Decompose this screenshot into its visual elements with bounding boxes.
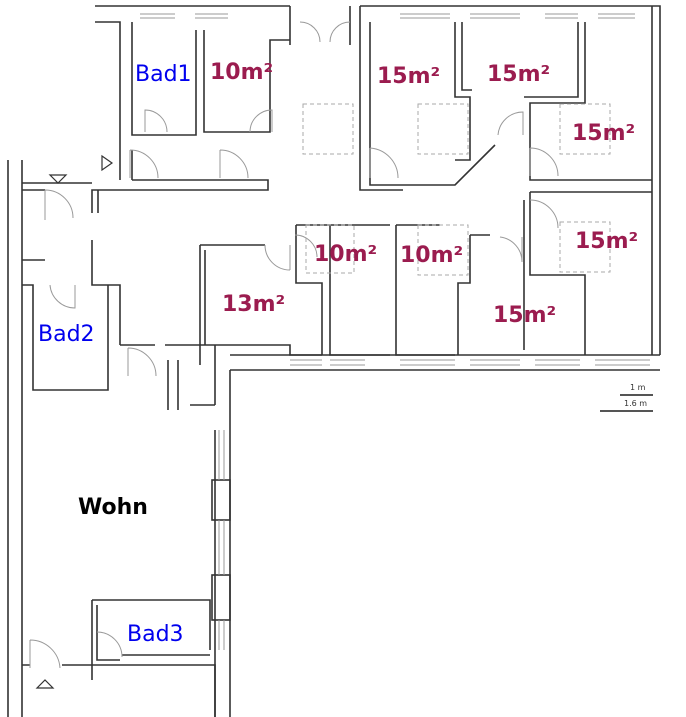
room-label-bad2: Bad2 (38, 322, 95, 347)
furniture-outlines (302, 103, 611, 276)
entrance-markers (35, 154, 114, 689)
room-area-label: 13m² (222, 292, 286, 317)
room-area-label: 15m² (572, 121, 636, 146)
room-area-label: 10m² (210, 60, 274, 85)
doors (29, 21, 559, 669)
scale-label-1-6m: 1.6 m (624, 399, 648, 408)
entrance-arrow-icon (48, 174, 68, 184)
room-area-label: 10m² (400, 243, 464, 268)
walls (7, 5, 661, 717)
scale-bar (600, 394, 653, 412)
room-area-label: 15m² (575, 229, 639, 254)
windows (140, 13, 650, 650)
room-area-label: 15m² (377, 64, 441, 89)
room-label-bad1: Bad1 (135, 62, 192, 87)
scale-label-1m: 1 m (630, 383, 646, 392)
room-label-bad3: Bad3 (127, 622, 184, 647)
room-area-label: 10m² (314, 242, 378, 267)
entrance-arrow-icon (101, 154, 114, 172)
room-label-wohn: Wohn (78, 495, 148, 520)
entrance-arrow-icon (35, 679, 55, 689)
room-area-label: 15m² (487, 62, 551, 87)
room-area-label: 15m² (493, 303, 557, 328)
